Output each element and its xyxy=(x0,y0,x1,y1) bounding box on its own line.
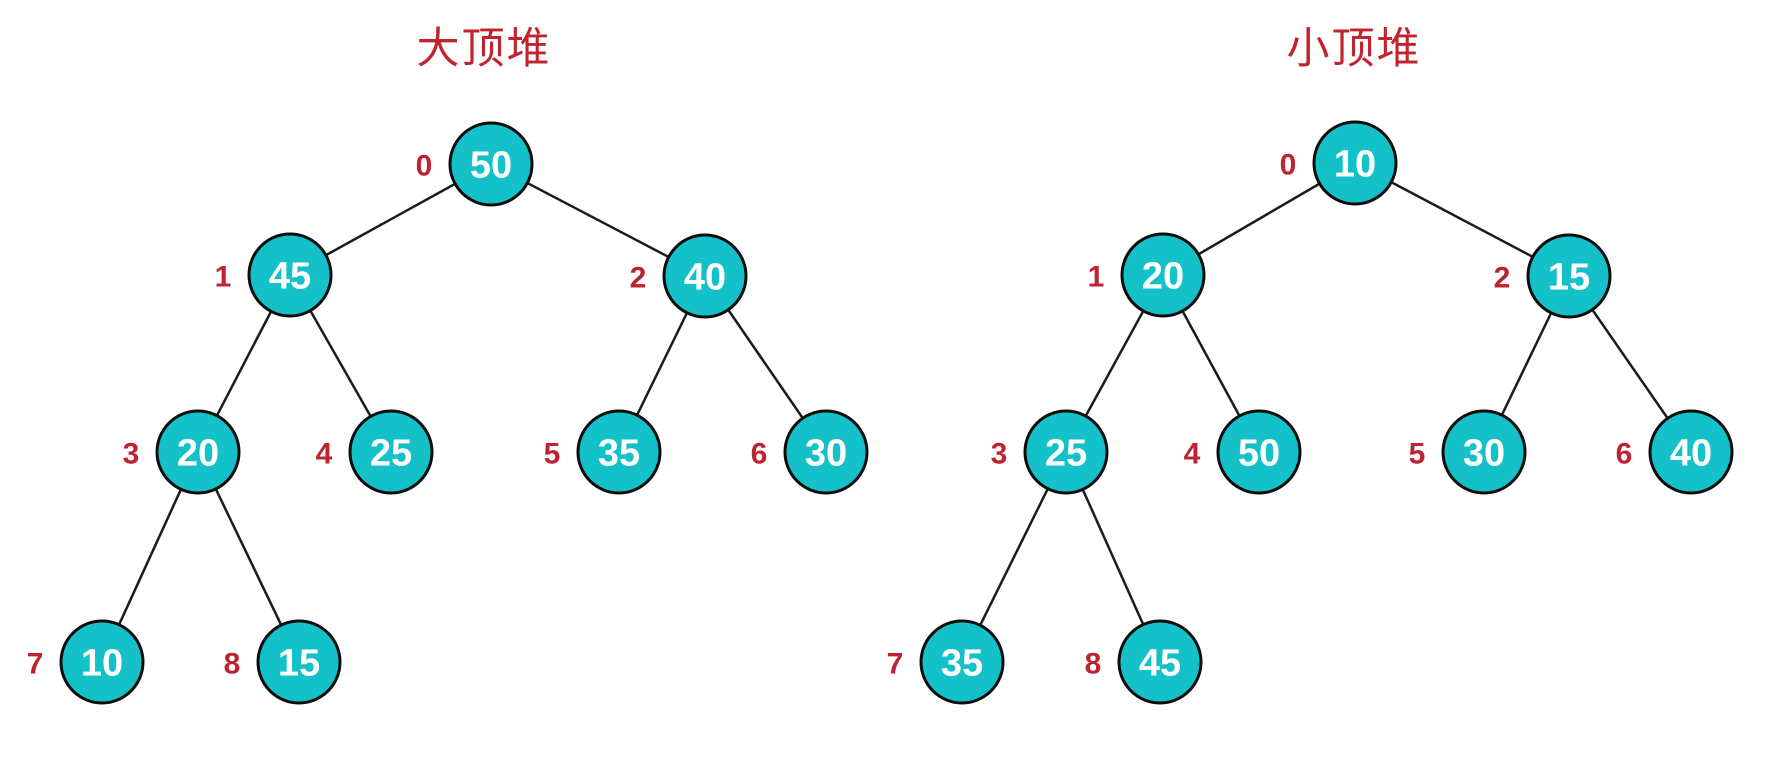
heap-node-circle xyxy=(348,409,434,495)
heap-node-value: 50 xyxy=(470,144,512,186)
heap-node: 30 6 xyxy=(751,409,869,495)
heap-node: 10 0 xyxy=(1280,120,1398,206)
heap-node-value: 40 xyxy=(1670,432,1712,474)
heap-node-value: 20 xyxy=(1142,255,1184,297)
heap-node-circle xyxy=(59,619,145,705)
heap-node-index: 4 xyxy=(1184,437,1201,470)
heap-node-value: 30 xyxy=(1463,432,1505,474)
heap-node-index: 4 xyxy=(316,437,333,470)
heap-node-value: 10 xyxy=(1334,143,1376,185)
max-heap-tree: 50 0 45 1 40 2 20 3 25 4 35 5 30 6 10 7 15 8 xyxy=(27,121,869,705)
heap-node-circle xyxy=(1526,233,1612,319)
heap-node: 25 3 xyxy=(991,409,1109,495)
heap-node: 30 5 xyxy=(1409,409,1527,495)
heap-node-value: 50 xyxy=(1238,432,1280,474)
heap-node-value: 45 xyxy=(1139,642,1181,684)
max-heap-title: 大顶堆 xyxy=(416,25,552,73)
heap-node-circle xyxy=(448,121,534,207)
heap-node-value: 45 xyxy=(269,255,311,297)
heap-node-value: 10 xyxy=(81,642,123,684)
min-heap-title: 小顶堆 xyxy=(1286,25,1422,73)
heap-node-index: 3 xyxy=(991,437,1008,470)
heap-node-value: 15 xyxy=(278,642,320,684)
heap-node-circle xyxy=(576,409,662,495)
heap-node-index: 8 xyxy=(224,647,241,680)
heap-node-circle xyxy=(1648,409,1734,495)
heap-node-index: 3 xyxy=(123,437,140,470)
heap-node-index: 2 xyxy=(630,261,647,294)
heap-node: 35 7 xyxy=(887,619,1005,705)
heap-node-circle xyxy=(256,619,342,705)
heap-node-circle xyxy=(662,233,748,319)
heap-node: 20 1 xyxy=(1088,232,1206,318)
heap-node: 45 8 xyxy=(1085,619,1203,705)
heap-node-index: 0 xyxy=(1280,148,1297,181)
heap-node-circle xyxy=(919,619,1005,705)
heap-node: 25 4 xyxy=(316,409,434,495)
heap-node-circle xyxy=(1120,232,1206,318)
heap-node: 35 5 xyxy=(544,409,662,495)
heap-node: 45 1 xyxy=(215,232,333,318)
heap-node-index: 6 xyxy=(751,437,768,470)
heap-node-index: 7 xyxy=(27,647,44,680)
heap-node-value: 30 xyxy=(805,432,847,474)
heap-node-value: 40 xyxy=(684,256,726,298)
heap-node: 50 0 xyxy=(416,121,534,207)
heap-node-circle xyxy=(1441,409,1527,495)
heap-node-circle xyxy=(1023,409,1109,495)
heap-node-circle xyxy=(783,409,869,495)
heap-node-index: 2 xyxy=(1494,261,1511,294)
heap-node: 50 4 xyxy=(1184,409,1302,495)
heap-node: 20 3 xyxy=(123,409,241,495)
heap-node-value: 15 xyxy=(1548,256,1590,298)
heap-node-index: 7 xyxy=(887,647,904,680)
heap-node-value: 35 xyxy=(598,432,640,474)
heap-node: 15 8 xyxy=(224,619,342,705)
heap-node-index: 1 xyxy=(215,260,232,293)
heap-node-circle xyxy=(1117,619,1203,705)
heap-node: 40 6 xyxy=(1616,409,1734,495)
heap-node-index: 5 xyxy=(544,437,561,470)
heap-node: 40 2 xyxy=(630,233,748,319)
min-heap-tree: 10 0 20 1 15 2 25 3 50 4 30 5 40 6 35 7 45 8 xyxy=(887,120,1734,705)
heap-node-value: 20 xyxy=(177,432,219,474)
heap-node-circle xyxy=(1216,409,1302,495)
heap-node-index: 5 xyxy=(1409,437,1426,470)
heap-node-value: 25 xyxy=(370,432,412,474)
heap-node-circle xyxy=(1312,120,1398,206)
heap-node: 15 2 xyxy=(1494,233,1612,319)
heap-node-index: 1 xyxy=(1088,260,1105,293)
heap-node-circle xyxy=(247,232,333,318)
heap-node-index: 6 xyxy=(1616,437,1633,470)
heap-node-index: 0 xyxy=(416,149,433,182)
heap-node-index: 8 xyxy=(1085,647,1102,680)
heap-node-value: 25 xyxy=(1045,432,1087,474)
heap-node-value: 35 xyxy=(941,642,983,684)
heap-node: 10 7 xyxy=(27,619,145,705)
heap-node-circle xyxy=(155,409,241,495)
